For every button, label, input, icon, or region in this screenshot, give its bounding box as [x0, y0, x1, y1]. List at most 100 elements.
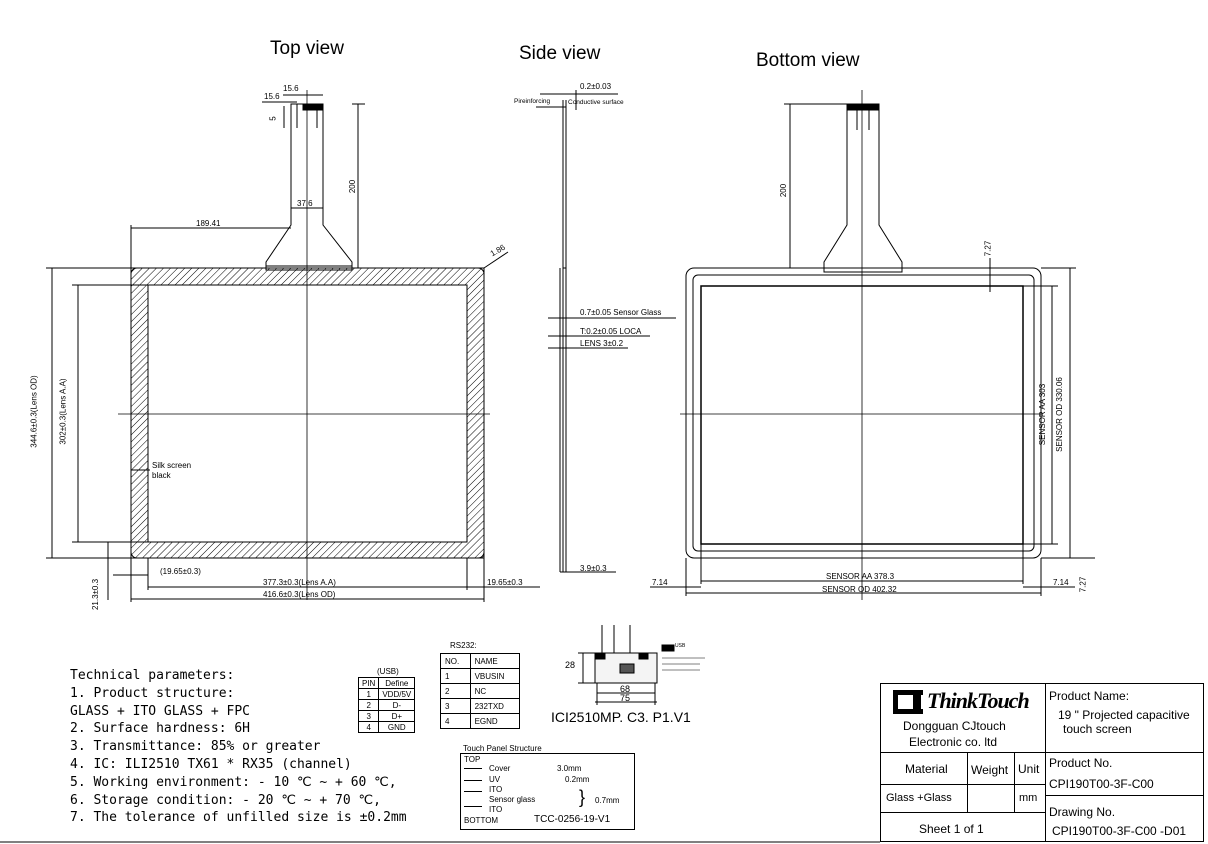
rs232-cell: VBUSIN	[469, 668, 521, 684]
brand-name: ThinkTouch	[927, 688, 1030, 713]
company-name-1: Dongguan CJtouch	[903, 719, 1006, 733]
structure-cover: Cover	[489, 764, 511, 773]
dim-fpc-neck: 37.6	[297, 199, 313, 208]
dim-pcb-width-2: 75	[620, 693, 631, 703]
dim-top-gap: 7.27	[983, 240, 993, 257]
structure-bottom: BOTTOM	[464, 816, 499, 825]
dim-sensor-glass: 0.7±0.05 Sensor Glass	[580, 308, 662, 317]
usb-cell: 3	[357, 710, 380, 722]
product-no-value: CPI190T00-3F-C00	[1049, 777, 1154, 791]
pcb-usb-label: USB	[675, 643, 686, 649]
dim-loca: T:0.2±0.05 LOCA	[580, 327, 642, 336]
drawing-no-value: CPI190T00-3F-C00 -D01	[1052, 824, 1187, 838]
dim-fpc-width-2: 15.6	[264, 92, 280, 101]
dim-sensor-od-height: SENSOR OD 330.06	[1054, 377, 1064, 452]
structure-sensor-glass: Sensor glass	[489, 795, 536, 804]
dim-bottom-gap: 7.27	[1078, 576, 1088, 593]
material-label: Material	[905, 762, 948, 776]
structure-brace: }	[579, 787, 586, 807]
tech-line: 5. Working environment: - 10 ℃ ~ + 60 ℃,	[70, 774, 397, 790]
tech-line: GLASS + ITO GLASS + FPC	[70, 703, 251, 719]
structure-title: Touch Panel Structure	[463, 744, 542, 753]
usb-cell: D-	[378, 699, 416, 711]
structure-box: TOP Cover 3.0mm UV 0.2mm ITO Sensor glas…	[460, 753, 635, 830]
usb-cell: VDD/5V	[378, 688, 416, 700]
dim-left-border: (19.65±0.3)	[160, 567, 201, 576]
rs232-cell: 2	[440, 683, 471, 699]
dim-right-gap: 7.14	[1053, 578, 1069, 587]
dim-pcb-width-1: 68	[620, 684, 631, 694]
product-no-label: Product No.	[1049, 756, 1113, 770]
pcb-part-label: ICI2510MP. C3. P1.V1	[551, 709, 691, 725]
side-view-title: Side view	[519, 43, 601, 64]
dim-pcb-height: 28	[565, 660, 576, 670]
top-view	[46, 90, 540, 602]
usb-cell: 2	[357, 699, 380, 711]
bottom-view	[650, 90, 1095, 600]
rs232-cell: 232TXD	[469, 698, 521, 714]
dim-sensor-od-width: SENSOR OD 402.32	[822, 585, 897, 594]
usb-cell: GND	[378, 721, 416, 733]
weight-label: Weight	[971, 763, 1009, 777]
tech-line: 1. Product structure:	[70, 685, 235, 701]
dim-lens-od-height: 344.6±0.3(Lens OD)	[29, 375, 39, 448]
dim-offset: 189.41	[196, 219, 221, 228]
bottom-view-title: Bottom view	[756, 50, 860, 71]
rs232-cell: NC	[469, 683, 521, 699]
reinforcing-label: Pireinforcing	[514, 98, 551, 105]
sheet-label: Sheet 1 of 1	[919, 822, 984, 836]
dim-bottom-border: 21.3±0.3	[91, 578, 101, 611]
drawing-no-label: Drawing No.	[1049, 805, 1116, 819]
structure-cover-value: 3.0mm	[557, 764, 582, 773]
product-name-2: touch screen	[1063, 722, 1132, 736]
usb-cell: D+	[378, 710, 416, 722]
brand-logo-icon	[893, 690, 923, 714]
fpc-tail	[265, 103, 353, 271]
silk-screen-border	[130, 267, 485, 559]
lens-outline	[130, 267, 485, 559]
silk-screen-color: black	[152, 471, 171, 480]
rs232-cell: 4	[440, 713, 471, 729]
dim-side-bottom: 3.9±0.3	[580, 564, 607, 573]
tech-params: Technical parameters: 1. Product structu…	[70, 667, 407, 827]
product-name-1: 19 " Projected capacitive	[1058, 708, 1190, 722]
tech-line: 3. Transmittance: 85% or greater	[70, 739, 321, 755]
structure-uv: UV	[489, 775, 501, 784]
dim-lens-aa-height: 302±0.3(Lens A.A)	[58, 378, 68, 445]
dim-right-border: 19.65±0.3	[487, 578, 523, 587]
dim-sensor-aa-width: SENSOR AA 378.3	[826, 572, 895, 581]
rs232-cell: 1	[440, 668, 471, 684]
structure-top: TOP	[464, 755, 481, 764]
usb-header: Define	[378, 677, 416, 689]
usb-header: PIN	[357, 677, 380, 689]
rs232-header: NAME	[469, 653, 521, 669]
dim-fpc-gap: 5	[268, 116, 278, 121]
bottom-fpc-tail	[823, 103, 903, 273]
dim-sensor-aa-height: SENSOR AA 303	[1038, 383, 1048, 446]
tech-line: 7. The tolerance of unfilled size is ±0.…	[70, 810, 407, 826]
tech-line: 2. Surface hardness: 6H	[70, 721, 251, 737]
unit-label: Unit	[1018, 762, 1040, 776]
sensor-od-outline	[685, 267, 1042, 559]
rs232-title: RS232:	[450, 641, 477, 650]
rs232-header: NO.	[440, 653, 471, 669]
title-block: ThinkTouch Dongguan CJtouch Electronic c…	[880, 683, 1204, 842]
dim-lens-aa-width: 377.3±0.3(Lens A.A)	[263, 578, 336, 587]
structure-code: TCC-0256-19-V1	[534, 814, 611, 825]
side-view	[536, 90, 676, 573]
product-name-label: Product Name:	[1049, 689, 1130, 703]
rs232-cell: 3	[440, 698, 471, 714]
tech-line: 6. Storage condition: - 20 ℃ ~ + 70 ℃,	[70, 792, 381, 808]
dim-fpc-width-1: 15.6	[283, 84, 299, 93]
structure-sensor-value: 0.7mm	[595, 796, 620, 805]
usb-cell: 4	[357, 721, 380, 733]
top-view-title: Top view	[270, 38, 344, 59]
usb-cell: 1	[357, 688, 380, 700]
tech-title: Technical parameters:	[70, 668, 235, 683]
dim-left-gap: 7.14	[652, 578, 668, 587]
company-name-2: Electronic co. ltd	[909, 735, 998, 749]
conductive-label: Conductive surface	[568, 99, 624, 106]
